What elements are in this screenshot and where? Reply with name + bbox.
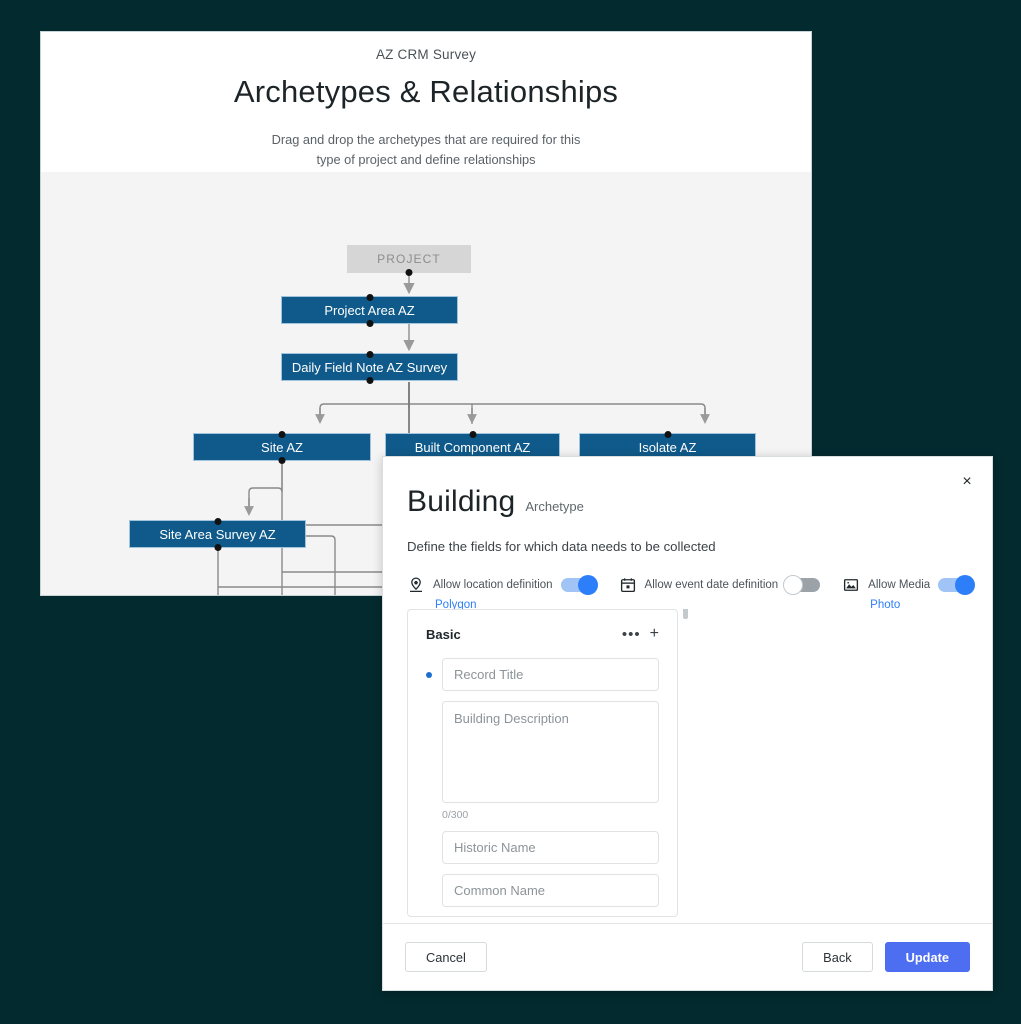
archetype-kind-label: Archetype	[525, 499, 584, 514]
calendar-icon	[619, 576, 637, 594]
option-sub-value[interactable]: Polygon	[435, 599, 477, 611]
field-group-actions: ••• +	[622, 626, 659, 642]
node-connector-dot[interactable]	[366, 293, 373, 301]
record-title-input[interactable]	[442, 658, 659, 691]
node-project[interactable]: PROJECT	[347, 245, 471, 276]
field-building-description	[426, 701, 659, 803]
field-common-name	[426, 874, 659, 907]
node-daily-field-note-az-survey[interactable]: Daily Field Note AZ Survey	[281, 350, 458, 384]
field-group-header: Basic ••• +	[426, 626, 659, 658]
node-label: Site AZ	[261, 439, 303, 455]
option-sub-value[interactable]: Photo	[870, 599, 901, 611]
modal-body: Building Archetype Define the fields for…	[383, 457, 992, 924]
archetype-options-row: Allow location definition Polygon	[407, 575, 976, 611]
more-options-icon[interactable]: •••	[621, 625, 641, 643]
node-connector-dot[interactable]	[214, 543, 221, 551]
page-subtitle-line-2: type of project and define relationships	[316, 151, 536, 167]
node-connector-dot[interactable]	[366, 319, 373, 327]
option-label: Allow Media	[868, 579, 931, 591]
node-connector-dot[interactable]	[664, 430, 671, 438]
option-allow-media: Allow Media Photo	[842, 575, 976, 611]
archetype-title-row: Building Archetype	[407, 485, 968, 519]
node-label: Daily Field Note AZ Survey	[291, 359, 448, 375]
fields-area: Basic ••• + 0/300	[407, 609, 992, 923]
toggle-knob	[783, 575, 804, 595]
node-connector-dot[interactable]	[214, 517, 221, 525]
field-group-title: Basic	[426, 626, 461, 642]
toggle-knob	[577, 575, 598, 595]
building-description-textarea[interactable]	[442, 701, 659, 803]
page-subtitle: Drag and drop the archetypes that are re…	[41, 130, 811, 170]
modal-description: Define the fields for which data needs t…	[407, 539, 716, 554]
archetype-name: Building	[407, 485, 516, 518]
node-label: PROJECT	[377, 252, 441, 266]
diagram-header: AZ CRM Survey Archetypes & Relationships…	[41, 32, 811, 172]
field-group-basic: Basic ••• + 0/300	[407, 609, 678, 917]
back-button[interactable]: Back	[802, 942, 873, 972]
option-allow-location-definition: Allow location definition Polygon	[407, 575, 598, 611]
option-allow-event-date-definition: Allow event date definition	[619, 575, 821, 599]
location-pin-icon	[407, 576, 425, 594]
add-field-icon[interactable]: +	[649, 625, 659, 642]
panel-resize-handle[interactable]	[683, 609, 688, 619]
page-title: Archetypes & Relationships	[233, 74, 619, 109]
node-label: Built Component AZ	[414, 439, 531, 455]
page-subtitle-line-1: Drag and drop the archetypes that are re…	[271, 132, 581, 147]
option-label: Allow location definition	[433, 579, 553, 591]
node-connector-dot[interactable]	[366, 376, 373, 384]
toggle-allow-media[interactable]	[938, 575, 976, 595]
update-button[interactable]: Update	[884, 942, 970, 972]
node-connector-dot[interactable]	[278, 430, 286, 438]
modal-header: Building Archetype Define the fields for…	[383, 457, 992, 611]
node-project-area-az[interactable]: Project Area AZ	[281, 293, 458, 327]
node-site-area-survey-az[interactable]: Site Area Survey AZ	[129, 517, 306, 551]
common-name-input[interactable]	[442, 874, 659, 907]
cancel-button[interactable]: Cancel	[405, 942, 487, 972]
node-label: Site Area Survey AZ	[159, 526, 276, 542]
node-site-az[interactable]: Site AZ	[193, 430, 371, 464]
footer-right-actions: Back Update	[802, 942, 970, 972]
media-image-icon	[842, 576, 860, 594]
archetype-editor-modal: × Building Archetype Define the fields f…	[382, 456, 993, 991]
node-label: Isolate AZ	[638, 439, 697, 455]
node-connector-dot[interactable]	[278, 456, 286, 464]
toggle-knob	[955, 575, 976, 595]
option-label: Allow event date definition	[644, 579, 779, 591]
toggle-allow-location-definition[interactable]	[560, 575, 598, 595]
node-connector-dot[interactable]	[366, 350, 373, 358]
modal-footer: Cancel Back Update	[383, 924, 992, 990]
node-connector-dot[interactable]	[405, 268, 413, 276]
character-counter: 0/300	[442, 809, 469, 821]
field-record-title	[426, 658, 659, 691]
field-historic-name	[426, 831, 659, 864]
toggle-allow-event-date-definition[interactable]	[783, 575, 821, 595]
node-connector-dot[interactable]	[469, 430, 476, 438]
historic-name-input[interactable]	[442, 831, 659, 864]
node-label: Project Area AZ	[324, 302, 415, 318]
survey-name-label: AZ CRM Survey	[375, 47, 477, 62]
required-indicator-dot	[426, 672, 432, 678]
close-icon[interactable]: ×	[962, 473, 972, 490]
